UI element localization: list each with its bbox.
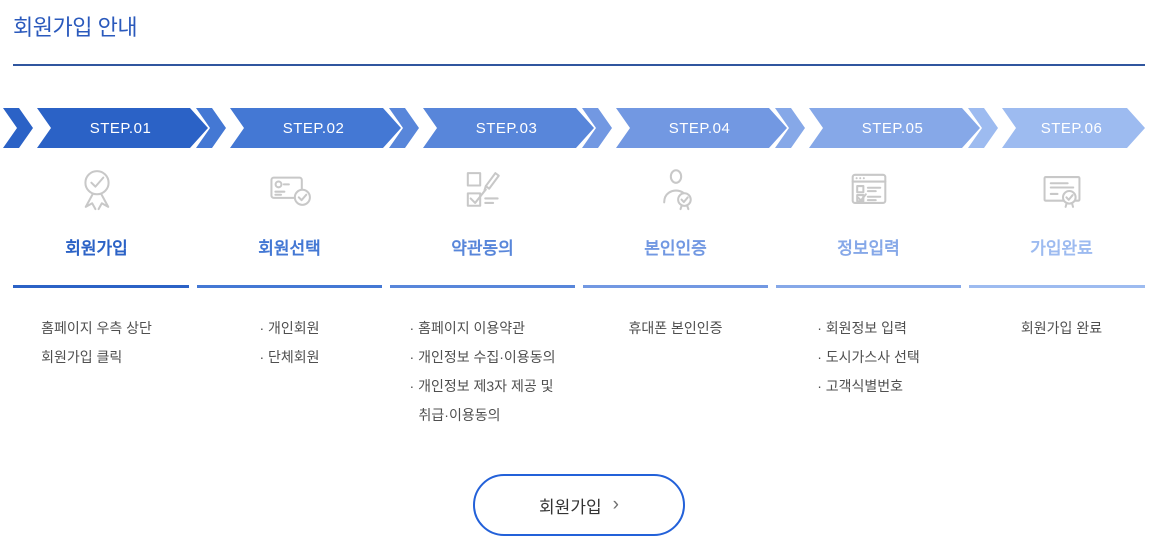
- desc-line: · 단체회원: [259, 349, 320, 365]
- chevron-right-icon: ›: [612, 493, 619, 515]
- steps-progress-banner: STEP.01 STEP.02 STEP.03 STEP.04 STEP.05: [0, 108, 1158, 148]
- step-description: 휴대폰 본인인증: [579, 314, 772, 343]
- terms-checklist-pen-icon: [456, 158, 510, 222]
- step-banner-2: STEP.02: [230, 108, 401, 148]
- desc-line: · 개인정보 제3자 제공 및: [409, 378, 554, 394]
- step-title: 정보입력: [837, 239, 900, 258]
- step-column-5: 정보입력 · 회원정보 입력 · 도시가스사 선택 · 고객식별번호: [772, 158, 965, 430]
- page-title: 회원가입 안내: [13, 15, 138, 40]
- desc-line: 홈페이지 우측 상단: [41, 320, 152, 336]
- step-column-4: 본인인증 휴대폰 본인인증: [579, 158, 772, 430]
- step-description: 홈페이지 우측 상단 회원가입 클릭: [0, 314, 193, 372]
- step-banner-3: STEP.03: [423, 108, 594, 148]
- step-underline: [390, 285, 575, 288]
- step-description: · 개인회원 · 단체회원: [193, 314, 386, 372]
- step-label: STEP.02: [282, 119, 345, 137]
- join-button-label: 회원가입: [539, 497, 602, 517]
- desc-line: 회원가입 클릭: [41, 349, 123, 365]
- step-title: 회원가입: [65, 239, 128, 258]
- step-underline: [583, 285, 768, 288]
- step-title: 회원선택: [258, 239, 321, 258]
- desc-line: 휴대폰 본인인증: [628, 320, 723, 336]
- step-cell-1: STEP.01: [0, 108, 193, 148]
- step-description: · 회원정보 입력 · 도시가스사 선택 · 고객식별번호: [772, 314, 965, 401]
- step-banner-4: STEP.04: [616, 108, 787, 148]
- title-divider: [13, 64, 1145, 66]
- step-banner-5: STEP.05: [809, 108, 980, 148]
- step-title: 가입완료: [1030, 239, 1093, 258]
- award-ribbon-icon: [70, 158, 124, 222]
- member-card-check-icon: [263, 158, 317, 222]
- step-chevron-icon: [968, 108, 998, 148]
- step-label: STEP.03: [475, 119, 538, 137]
- step-underline: [197, 285, 382, 288]
- step-label: STEP.04: [668, 119, 731, 137]
- step-banner-6: STEP.06: [1002, 108, 1145, 148]
- step-cell-4: STEP.04: [579, 108, 772, 148]
- step-underline: [13, 285, 189, 288]
- step-description: 회원가입 완료: [965, 314, 1158, 343]
- step-column-3: 약관동의 · 홈페이지 이용약관 · 개인정보 수집·이용동의 · 개인정보 제…: [386, 158, 579, 430]
- desc-line: · 개인정보 수집·이용동의: [409, 349, 556, 365]
- steps-detail-columns: 회원가입 홈페이지 우측 상단 회원가입 클릭: [0, 158, 1158, 430]
- desc-line: · 개인회원: [259, 320, 320, 336]
- desc-line: · 고객식별번호: [817, 378, 904, 394]
- step-column-1: 회원가입 홈페이지 우측 상단 회원가입 클릭: [0, 158, 193, 430]
- step-cell-3: STEP.03: [386, 108, 579, 148]
- step-cell-6: STEP.06: [965, 108, 1158, 148]
- step-chevron-icon: [775, 108, 805, 148]
- step-chevron-icon: [582, 108, 612, 148]
- step-label: STEP.01: [89, 119, 152, 137]
- form-window-icon: [842, 158, 896, 222]
- desc-line: · 도시가스사 선택: [817, 349, 920, 365]
- certificate-icon: [1035, 158, 1089, 222]
- step-label: STEP.06: [1040, 119, 1103, 137]
- step-cell-5: STEP.05: [772, 108, 965, 148]
- step-title: 약관동의: [451, 239, 514, 258]
- step-underline: [969, 285, 1145, 288]
- step-column-2: 회원선택 · 개인회원 · 단체회원: [193, 158, 386, 430]
- step-title: 본인인증: [644, 239, 707, 258]
- desc-line: · 회원정보 입력: [817, 320, 907, 336]
- person-verified-icon: [649, 158, 703, 222]
- step-label: STEP.05: [861, 119, 924, 137]
- desc-line: · 홈페이지 이용약관: [409, 320, 526, 336]
- step-underline: [776, 285, 961, 288]
- step-chevron-icon: [389, 108, 419, 148]
- step-description: · 홈페이지 이용약관 · 개인정보 수집·이용동의 · 개인정보 제3자 제공…: [386, 314, 579, 430]
- step-cell-2: STEP.02: [193, 108, 386, 148]
- desc-line: 취급·이용동의: [418, 407, 501, 423]
- desc-line: 회원가입 완료: [1020, 320, 1103, 336]
- step-banner-1: STEP.01: [37, 108, 208, 148]
- join-button[interactable]: 회원가입 ›: [473, 474, 685, 536]
- step-column-6: 가입완료 회원가입 완료: [965, 158, 1158, 430]
- step-chevron-icon: [3, 108, 33, 148]
- step-chevron-icon: [196, 108, 226, 148]
